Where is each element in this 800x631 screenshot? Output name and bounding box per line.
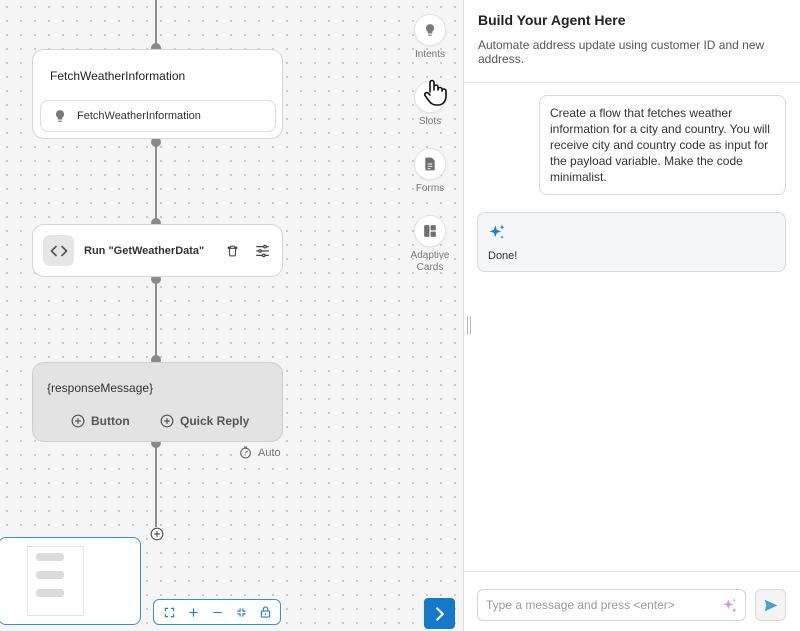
connector-dot xyxy=(151,355,161,365)
bot-message-text: Done! xyxy=(488,250,518,262)
user-message: Create a flow that fetches weather infor… xyxy=(539,95,786,195)
add-quick-reply-label: Quick Reply xyxy=(180,414,250,428)
intent-pill[interactable]: FetchWeatherInformation xyxy=(40,100,276,132)
zoom-out-icon[interactable] xyxy=(208,603,226,621)
connector-line xyxy=(155,277,157,362)
run-script-node[interactable]: Run "GetWeatherData" xyxy=(32,224,283,277)
connector-dot xyxy=(151,137,161,147)
tool-label: Intents xyxy=(414,49,446,60)
code-icon xyxy=(43,235,74,266)
panel-header: Build Your Agent Here Automate address u… xyxy=(464,0,800,83)
hand-cursor-icon xyxy=(423,79,447,106)
send-button[interactable] xyxy=(755,589,786,621)
lock-icon[interactable] xyxy=(256,603,274,621)
dashboard-icon xyxy=(414,215,446,247)
timer-icon xyxy=(240,446,251,459)
fetch-weather-node[interactable]: FetchWeatherInformation FetchWeatherInfo… xyxy=(32,49,283,139)
chevron-right-icon xyxy=(435,606,444,621)
tool-label: Slots xyxy=(418,116,442,127)
run-node-label: Run "GetWeatherData" xyxy=(84,244,205,257)
connector-dot xyxy=(151,218,161,228)
document-icon xyxy=(414,148,446,180)
tool-label: Adaptive Cards xyxy=(410,250,450,273)
connector-dot xyxy=(151,274,161,284)
tool-label: Forms xyxy=(415,183,445,194)
add-quick-reply-button[interactable]: Quick Reply xyxy=(160,414,249,428)
add-button-label: Button xyxy=(91,414,130,428)
message-input[interactable] xyxy=(477,589,746,621)
tool-adaptive-cards[interactable]: Adaptive Cards xyxy=(400,215,460,274)
add-button-button[interactable]: Button xyxy=(71,414,130,428)
composer-divider xyxy=(463,571,800,572)
response-title: {responseMessage} xyxy=(47,381,154,395)
settings-sliders-icon[interactable] xyxy=(252,241,272,261)
intent-pill-label: FetchWeatherInformation xyxy=(77,110,201,122)
connector-line xyxy=(155,139,157,224)
bot-message: Done! xyxy=(477,212,786,272)
expand-panel-button[interactable] xyxy=(424,598,455,629)
center-view-icon[interactable] xyxy=(232,603,250,621)
plus-circle-icon xyxy=(71,414,85,428)
minimap-viewport xyxy=(27,546,84,616)
connector-line xyxy=(155,0,157,49)
plus-circle-icon xyxy=(160,414,174,428)
ai-sparkle-icon[interactable] xyxy=(720,596,740,616)
connector-line xyxy=(155,442,157,527)
resize-handle-icon[interactable] xyxy=(466,316,472,334)
sparkle-icon xyxy=(489,224,505,239)
zoom-controls xyxy=(153,599,281,625)
connector-dot xyxy=(151,438,161,448)
flow-canvas[interactable]: FetchWeatherInformation FetchWeatherInfo… xyxy=(0,0,463,631)
auto-label: Auto xyxy=(258,446,281,459)
lightbulb-icon xyxy=(414,14,446,46)
minimap[interactable] xyxy=(0,537,141,625)
trash-icon[interactable] xyxy=(222,241,242,261)
add-node-icon[interactable] xyxy=(150,527,164,541)
panel-title: Build Your Agent Here xyxy=(478,12,626,28)
fit-view-icon[interactable] xyxy=(160,603,178,621)
node-title: FetchWeatherInformation xyxy=(50,69,186,83)
lightbulb-icon xyxy=(55,110,65,122)
zoom-in-icon[interactable] xyxy=(184,603,202,621)
response-message-node[interactable]: {responseMessage} Button Quick Reply xyxy=(32,362,283,442)
tool-forms[interactable]: Forms xyxy=(400,148,460,195)
panel-subtitle: Automate address update using customer I… xyxy=(478,38,765,66)
send-icon xyxy=(764,599,777,611)
tool-intents[interactable]: Intents xyxy=(400,14,460,61)
connector-dot xyxy=(151,43,161,53)
auto-advance-toggle[interactable]: Auto xyxy=(239,446,281,459)
